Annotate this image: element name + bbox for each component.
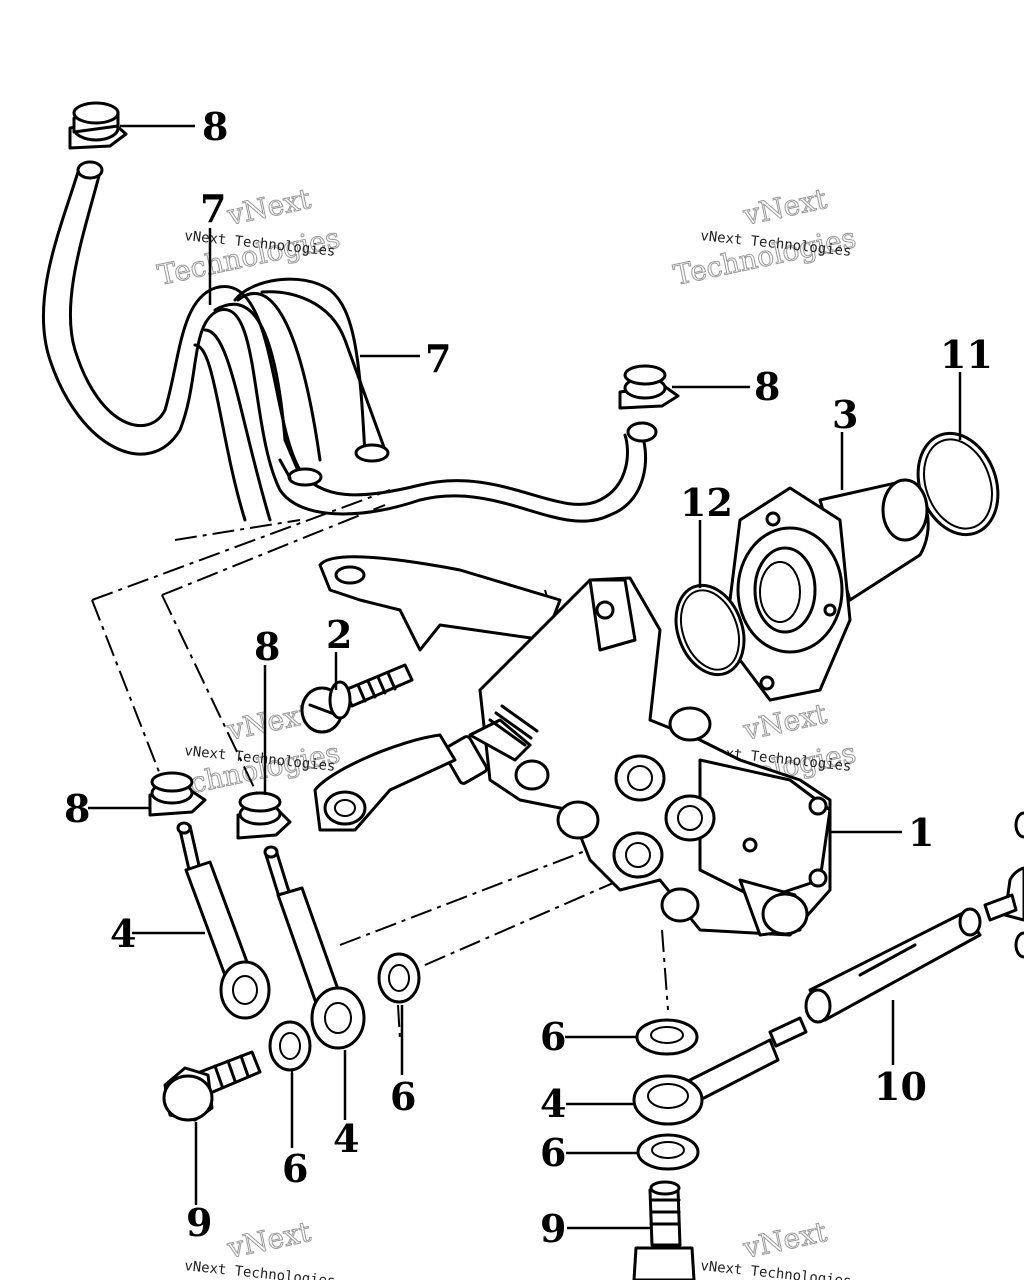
leader-lines [88, 124, 962, 1230]
callout-label: 2 [326, 612, 352, 657]
screw-part-2 [300, 663, 414, 734]
o-ring-part-12 [674, 583, 746, 677]
hose-clamp-part-8-left [148, 771, 207, 817]
callout-label: 9 [186, 1200, 212, 1245]
right-edge-fitting [983, 811, 1024, 959]
pump-bracket [318, 555, 562, 652]
callout-label: 6 [282, 1146, 308, 1191]
callout-label: 4 [333, 1116, 359, 1161]
banjo-bolt-part-9-right [632, 1180, 696, 1280]
control-lever [313, 733, 457, 832]
pump-housing-part-3 [723, 478, 930, 702]
banjo-fitting-part-4-a [176, 821, 271, 1020]
oil-pump-part-1 [441, 576, 832, 937]
callout-label: 9 [540, 1206, 566, 1251]
watermark-brand: vNext [224, 697, 315, 747]
watermark-brand: vNext [740, 182, 831, 232]
callout-label: 7 [425, 336, 451, 381]
callout-label: 8 [64, 786, 90, 831]
callout-label: 4 [540, 1081, 566, 1126]
fuel-hose-part-7 [41, 160, 658, 523]
washer-part-6-b [268, 1020, 312, 1072]
hose-clamp-part-8-center [236, 791, 292, 840]
watermark-brand: vNext [740, 697, 831, 747]
callout-label: 8 [754, 364, 780, 409]
callout-label: 8 [202, 104, 228, 149]
washer-part-6-a [377, 952, 421, 1004]
callout-label: 6 [540, 1130, 566, 1175]
washer-part-6-c [635, 1018, 699, 1056]
watermark-brand: vNext [740, 1215, 831, 1265]
watermark-top-left: vNext Technologies vNext Technologies [154, 181, 343, 292]
banjo-fitting-part-4-right [632, 1016, 808, 1126]
watermark-bottom-right: vNext vNext Technologies [700, 1214, 853, 1280]
watermark-line: vNext Technologies [700, 1258, 853, 1280]
washer-part-6-d [636, 1133, 700, 1171]
callout-label: 3 [832, 392, 858, 437]
callout-label: 12 [680, 480, 733, 525]
watermark-line: vNext Technologies [184, 1258, 337, 1280]
callout-label: 1 [908, 810, 934, 855]
banjo-bolt-part-9-left [162, 1050, 262, 1122]
callout-label: 4 [110, 911, 136, 956]
watermark-top-right: vNext Technologies vNext Technologies [670, 181, 859, 292]
callout-label: 6 [390, 1074, 416, 1119]
callout-label: 6 [540, 1014, 566, 1059]
callout-label: 7 [200, 186, 226, 231]
hose-clamp-part-8-mid [618, 364, 680, 410]
callouts: 8 7 7 8 11 3 12 2 8 8 1 4 6 6 4 6 9 6 4 … [64, 104, 993, 1251]
pipe-part-10 [804, 907, 982, 1024]
watermark-brand: vNext [224, 1215, 315, 1265]
hose-clamp-part-8-top [68, 101, 128, 150]
callout-label: 8 [254, 624, 280, 669]
watermark-brand: vNext [224, 182, 315, 232]
callout-label: 10 [874, 1064, 927, 1109]
banjo-fitting-part-4-b [263, 845, 366, 1050]
callout-label: 11 [940, 332, 993, 377]
